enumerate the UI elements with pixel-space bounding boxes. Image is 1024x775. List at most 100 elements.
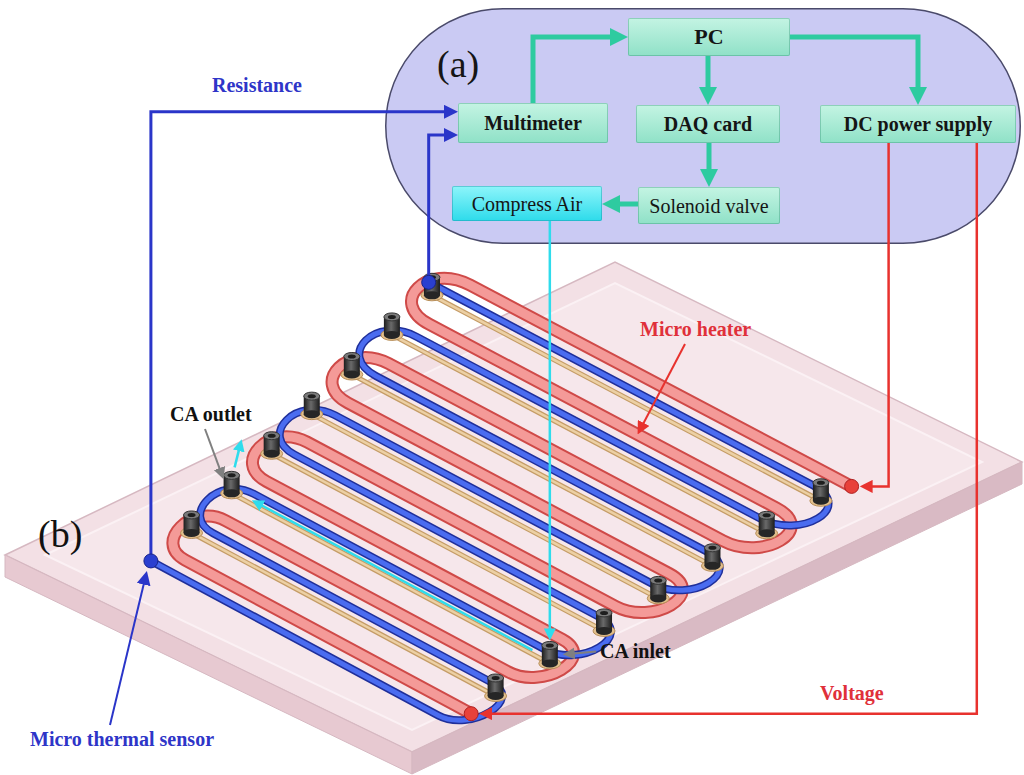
leader-line [110,578,145,725]
micro-channel [432,295,821,500]
label-holder: Micro heater [640,318,751,341]
port-body [224,489,240,497]
heater-pad [464,707,478,721]
port-cylinder [261,432,283,460]
port-hole [308,394,316,398]
port-hole [388,315,396,319]
port-body [304,410,320,418]
port-cylinder [181,511,203,539]
port-top [344,353,360,361]
part-label: Micro heater [640,318,751,341]
port-cylinder [341,353,363,381]
wiring [110,112,977,725]
port-cylinder [301,392,323,420]
port-hole [600,611,608,615]
process-box: Solenoid valve [638,187,780,224]
port-body [344,371,360,379]
label-holder: CA inlet [600,640,671,663]
air-line [549,221,552,634]
port-body [264,450,280,458]
chip-substrate [5,262,1022,774]
port-hole [268,434,276,438]
port-hole [492,676,500,680]
port-top [542,641,558,649]
port-hole [817,481,825,485]
port-cylinder [221,471,243,499]
signal-label: Voltage [820,682,884,705]
box-label: DC power supply [844,113,993,135]
process-box: DC power supply [820,105,1016,143]
thermal-sensor-trace [151,282,829,720]
resistance-wire [151,112,451,561]
port-top [488,674,504,682]
label-holder: Resistance [212,74,302,97]
part-label: CA inlet [600,640,671,663]
leader-line [569,652,596,654]
connectors [533,37,918,204]
box-label: PC [694,25,723,49]
port-body [384,331,400,339]
port-hole [654,578,662,582]
flow-arrow [533,37,619,103]
port-top [264,432,280,440]
port-cylinder [701,544,723,572]
resistance-wire [429,135,451,282]
micro-channel [192,533,496,696]
port-body [596,627,612,635]
port-cylinder [381,313,403,341]
port-body [813,497,829,505]
port-top [184,511,200,519]
port-top [704,544,720,552]
port-top [224,471,240,479]
port-hole [708,546,716,550]
port-cylinder [810,479,832,507]
sensor-pad [422,275,436,289]
flow-arrow [707,143,712,178]
panel-shape [386,9,1021,244]
port-cylinder [647,576,669,604]
port-body [704,562,720,570]
part-label: Micro thermal sensor [30,728,214,751]
panel-label: (b) [38,513,82,557]
port-hole [188,513,196,517]
micro-channel [312,414,659,598]
process-box: PC [628,18,790,56]
port-cylinder [539,641,561,669]
port-cylinder [485,674,507,702]
port-hole [228,473,236,477]
port-cylinder [756,511,778,539]
panel-label: (a) [437,44,479,86]
micro-channel [312,414,659,598]
label-holder: (b) [38,513,82,557]
port-body [184,529,200,537]
box-label: Solenoid valve [649,195,768,217]
sensor-pad [144,554,158,568]
air-flow-arrow [257,503,532,650]
port-cylinder [593,609,615,637]
flow-arrow [790,37,918,96]
leader-line [205,429,222,474]
port-hole [763,513,771,517]
micro-heater-trace [173,278,852,713]
port-top [596,609,612,617]
heater-pad [845,479,859,493]
microchannel-chip [151,273,852,720]
box-label: Multimeter [484,112,582,134]
port-top [813,479,829,487]
port-top [304,392,320,400]
port-hole [348,355,356,359]
micro-heater-trace [173,278,852,713]
flow-arrow [706,56,711,96]
flow-arrow [611,202,638,207]
substrate-inset [45,283,982,730]
port-top [384,313,400,321]
label-holder: Voltage [820,682,884,705]
label-holder: Micro thermal sensor [30,728,214,751]
signal-label: Resistance [212,74,302,97]
port-body [424,291,440,299]
substrate-top [5,262,1022,752]
thermal-sensor-trace [151,282,829,720]
port-cylinder [421,273,443,301]
box-label: Compress Air [472,193,583,215]
micro-channel [192,533,496,696]
